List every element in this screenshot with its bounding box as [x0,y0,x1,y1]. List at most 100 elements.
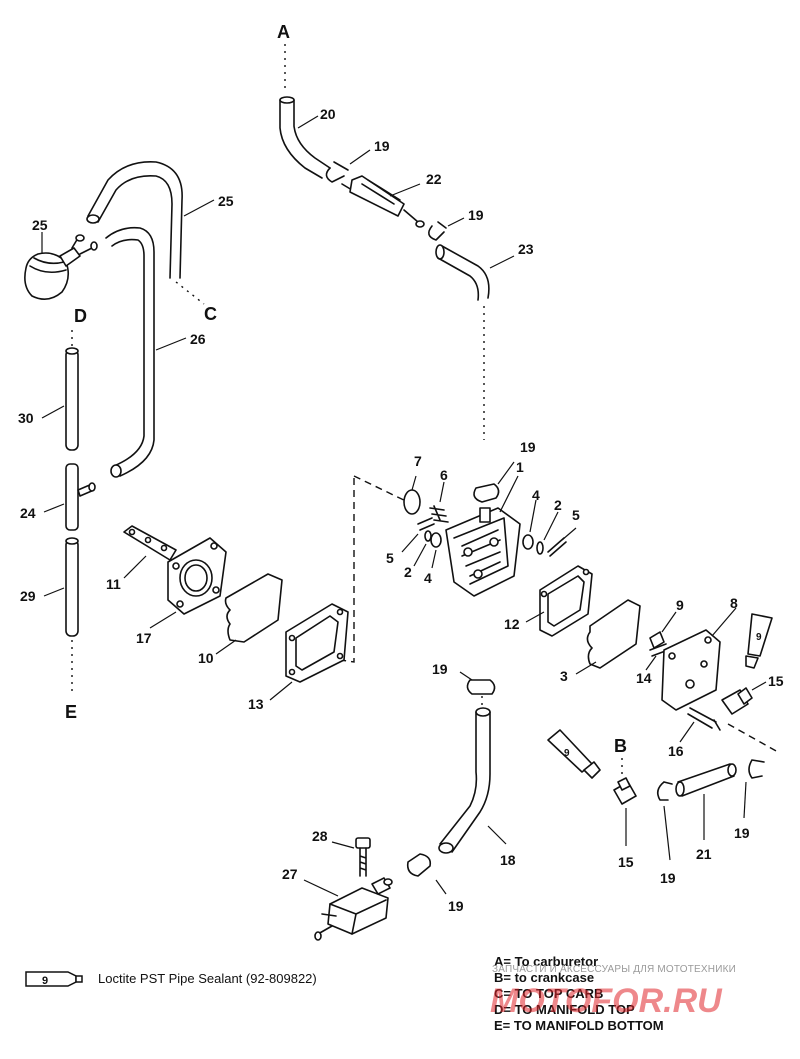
callout-5b: 5 [386,550,394,566]
fuel-hose-18 [438,707,491,854]
callout-8: 14 [636,670,652,686]
callout-15a: 15 [768,673,784,689]
fuel-filter-22 [341,175,425,228]
diaphragm-10 [224,573,283,643]
callout-19c: 19 [520,439,536,455]
callout-28: 28 [312,828,328,844]
bolt-28 [355,837,371,877]
callout-24: 24 [20,505,36,521]
callout-13: 13 [248,696,264,712]
fuel-hose-25-upper [87,161,183,279]
callout-6: 6 [440,467,448,483]
connection-letter-a: A [277,22,290,42]
note-c: C= TO TOP CARB [494,986,604,1001]
screw-16 [687,707,721,731]
callout-16: 16 [668,743,684,759]
sealant-tube-9b: 9 [547,729,601,779]
callout-1: 1 [516,459,524,475]
note-b: B= to crankcase [494,970,595,985]
callout-30: 30 [18,410,34,426]
sealant-tube-icon: 9 [25,971,83,987]
screw-5b [417,517,435,531]
callout-19g: 19 [734,825,750,841]
callout-25a: 25 [218,193,234,209]
hose-clip-19f [656,781,673,801]
callout-10: 10 [198,650,214,666]
fuel-hose-23 [437,245,490,301]
hose-clip-19e [406,853,432,877]
callout-19d: 19 [432,661,448,677]
callout-22: 22 [426,171,442,187]
washer-9a [649,631,665,649]
callout-4a: 4 [532,487,540,503]
callout-9a: 9 [676,597,684,613]
diaphragm-3 [586,599,641,669]
callout-19f: 19 [660,870,676,886]
legend-text: Loctite PST Pipe Sealant (92-809822) [98,971,317,986]
callout-19e: 19 [448,898,464,914]
callout-20: 20 [320,106,336,122]
connection-letter-e: E [65,702,77,722]
callout-5a: 5 [572,507,580,523]
callout-12: 12 [504,616,520,632]
hose-clip-19g [748,759,765,779]
callout-23: 23 [518,241,534,257]
note-a: A= To carburetor [494,954,599,969]
callout-18: 18 [500,852,516,868]
callout-19b: 19 [468,207,484,223]
fitting-assembly-27 [314,877,393,941]
spring-6 [429,505,449,523]
connection-letter-d: D [74,306,87,326]
sealant-tube-9a: 9 [745,613,773,669]
watermark-logo: MOTOFOR.RU [490,982,723,1016]
watermark-tagline: ЗАПЧАСТИ И АКСЕССУАРЫ ДЛЯ МОТОТЕХНИКИ [492,964,737,975]
callout-15b: 15 [618,854,634,870]
elbow-fitting-15b [613,777,637,805]
note-e: E= TO MANIFOLD BOTTOM [494,1018,664,1033]
svg-text:9: 9 [564,748,570,759]
callout-27: 27 [282,866,298,882]
callout-7: 7 [414,453,422,469]
hose-clip-19c [473,483,500,503]
callout-14: 8 [730,595,738,611]
hose-clip-19d [466,679,496,695]
connection-notes: A= To carburetor B= to crankcase C= TO T… [494,954,794,1034]
svg-text:9: 9 [756,632,762,643]
fuel-hose-25-lower [105,226,155,477]
screw-5a [547,537,567,557]
fuel-pump-body-1 [445,507,521,597]
callout-2a: 2 [554,497,562,513]
callout-4b: 4 [424,570,432,586]
check-valve-4b [430,532,442,548]
note-d: D= TO MANIFOLD TOP [494,1002,635,1017]
pump-cover-17 [167,537,227,615]
gasket-2a [536,541,544,555]
fuel-hose-29 [65,539,79,637]
callout-21: 21 [696,846,712,862]
hose-clip-19b [428,221,447,241]
fuel-hose-21 [675,763,737,797]
connection-letter-b: B [614,736,627,756]
connection-letter-c: C [204,304,217,324]
gasket-13 [285,603,349,683]
tee-fitting-24 [65,463,96,531]
link-plate-11 [123,525,177,561]
hose-clip-19a [325,161,349,183]
callout-29: 29 [20,588,36,604]
callout-25b: 26 [190,331,206,347]
gasket-2b [424,530,432,542]
fuel-hose-30 [65,349,79,451]
callout-2b: 2 [404,564,412,580]
inline-filter-26 [24,234,98,300]
callout-17: 17 [136,630,152,646]
fuel-hose-20 [279,99,331,179]
sealant-legend: 9 Loctite PST Pipe Sealant (92-809822) [24,966,444,996]
svg-text:9: 9 [42,975,48,987]
pump-cover-14 [661,629,721,711]
gasket-12 [539,565,593,637]
callout-19a: 19 [374,138,390,154]
callout-11: 11 [106,576,121,592]
elbow-fitting-15a [721,687,753,715]
callout-26: 25 [32,217,48,233]
